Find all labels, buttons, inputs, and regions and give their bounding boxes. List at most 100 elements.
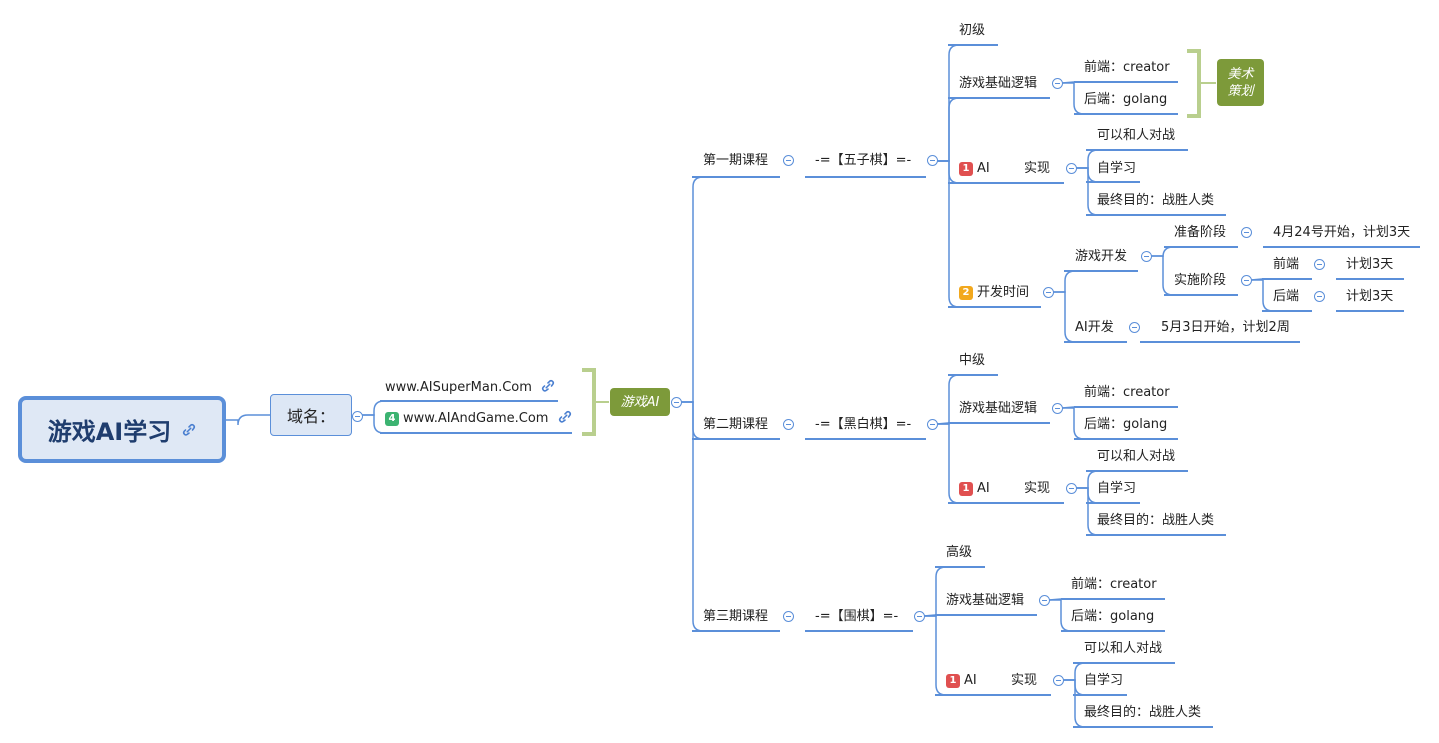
ai-item[interactable]: 最终目的：战胜人类: [1097, 193, 1215, 208]
prep-schedule[interactable]: 4月24号开始，计划3天: [1273, 225, 1411, 240]
link-icon[interactable]: [558, 410, 572, 424]
impl-backend[interactable]: 后端: [1273, 289, 1300, 304]
link-icon[interactable]: [182, 423, 196, 437]
collapse-toggle[interactable]: [914, 611, 925, 622]
collapse-toggle[interactable]: [1314, 291, 1325, 302]
connector: [1063, 679, 1086, 728]
prep-stage[interactable]: 准备阶段: [1174, 225, 1227, 240]
game-go[interactable]: -=【围棋】=-: [815, 609, 899, 624]
connector: [681, 401, 704, 440]
connector: [1076, 167, 1099, 183]
course-2[interactable]: 第二期课程: [703, 417, 769, 432]
group-label-art-planning[interactable]: 美术 策划: [1217, 59, 1264, 106]
game-logic-topic[interactable]: 游戏基础逻辑: [959, 401, 1038, 416]
collapse-toggle[interactable]: [1052, 78, 1063, 89]
connector: [362, 400, 385, 416]
connector: [1048, 598, 1062, 601]
collapse-toggle[interactable]: [1066, 163, 1077, 174]
connector: [937, 160, 960, 184]
connector: [1076, 149, 1099, 169]
root-topic[interactable]: 游戏AI学习: [18, 396, 226, 463]
dev-time-topic[interactable]: 2 开发时间: [959, 285, 1029, 301]
collapse-toggle[interactable]: [927, 419, 938, 430]
game-othello[interactable]: -=【黑白棋】=-: [815, 417, 912, 432]
course-1[interactable]: 第一期课程: [703, 153, 769, 168]
collapse-toggle[interactable]: [783, 155, 794, 166]
connector: [1151, 255, 1174, 296]
backend-item[interactable]: 后端：golang: [1084, 417, 1168, 432]
collapse-toggle[interactable]: [1129, 322, 1140, 333]
ai-item[interactable]: 可以和人对战: [1097, 128, 1176, 143]
ai-item[interactable]: 最终目的：战胜人类: [1097, 513, 1215, 528]
game-logic-topic[interactable]: 游戏基础逻辑: [946, 593, 1025, 608]
implement-label: 实现: [1011, 673, 1038, 688]
collapse-toggle[interactable]: [783, 611, 794, 622]
game-logic-topic[interactable]: 游戏基础逻辑: [959, 76, 1038, 91]
connector: [1076, 487, 1099, 504]
level-label[interactable]: 高级: [946, 545, 973, 560]
ai-dev-schedule[interactable]: 5月3日开始，计划2周: [1161, 320, 1290, 335]
ai-item[interactable]: 最终目的：战胜人类: [1084, 705, 1202, 720]
connector: [1062, 407, 1085, 440]
impl-frontend-plan[interactable]: 计划3天: [1346, 257, 1394, 272]
collapse-toggle[interactable]: [1241, 275, 1252, 286]
game-dev-topic[interactable]: 游戏开发: [1075, 249, 1128, 264]
ai-label: AI: [977, 161, 990, 176]
ai-item[interactable]: 可以和人对战: [1097, 449, 1176, 464]
priority-badge: 2: [959, 286, 973, 300]
link-icon[interactable]: [541, 379, 555, 393]
domain-topic[interactable]: 域名：: [270, 394, 352, 436]
backend-item[interactable]: 后端：golang: [1084, 92, 1168, 107]
ai-label: AI: [964, 673, 977, 688]
collapse-toggle[interactable]: [1141, 251, 1152, 262]
collapse-toggle[interactable]: [1052, 403, 1063, 414]
collapse-toggle[interactable]: [927, 155, 938, 166]
frontend-item[interactable]: 前端：creator: [1071, 577, 1157, 592]
collapse-toggle[interactable]: [1066, 483, 1077, 494]
collapse-toggle[interactable]: [352, 411, 363, 422]
group-label-game-ai[interactable]: 游戏AI: [610, 388, 670, 416]
priority-badge: 1: [959, 162, 973, 176]
ai-label: AI: [977, 481, 990, 496]
impl-frontend[interactable]: 前端: [1273, 257, 1300, 272]
impl-backend-plan[interactable]: 计划3天: [1346, 289, 1394, 304]
implement-label: 实现: [1024, 481, 1051, 496]
implement-label: 实现: [1024, 161, 1051, 176]
ai-item[interactable]: 可以和人对战: [1084, 641, 1163, 656]
ai-topic[interactable]: 1 AI: [959, 161, 990, 177]
collapse-toggle[interactable]: [1053, 675, 1064, 686]
collapse-toggle[interactable]: [1043, 287, 1054, 298]
url-text: www.AISuperMan.Com: [385, 380, 532, 395]
frontend-item[interactable]: 前端：creator: [1084, 60, 1170, 75]
frontend-item[interactable]: 前端：creator: [1084, 385, 1170, 400]
game-gomoku[interactable]: -=【五子棋】=-: [815, 153, 912, 168]
ai-item[interactable]: 自学习: [1084, 673, 1124, 688]
connector: [1061, 81, 1075, 84]
connector: [1063, 662, 1086, 681]
collapse-toggle[interactable]: [1039, 595, 1050, 606]
collapse-toggle[interactable]: [671, 397, 682, 408]
collapse-toggle[interactable]: [783, 419, 794, 430]
connector: [362, 414, 385, 434]
collapse-toggle[interactable]: [1314, 259, 1325, 270]
level-label[interactable]: 中级: [959, 353, 986, 368]
connector: [681, 401, 704, 632]
ai-dev-topic[interactable]: AI开发: [1075, 320, 1114, 335]
impl-stage[interactable]: 实施阶段: [1174, 273, 1227, 288]
connector: [937, 423, 960, 504]
collapse-toggle[interactable]: [1241, 227, 1252, 238]
connector: [1053, 291, 1076, 343]
ai-item[interactable]: 自学习: [1097, 481, 1137, 496]
level-label[interactable]: 初级: [959, 23, 986, 38]
dev-time-label: 开发时间: [977, 285, 1030, 300]
connector: [936, 422, 949, 425]
connector: [924, 566, 947, 617]
ai-item[interactable]: 自学习: [1097, 161, 1137, 176]
connector: [681, 176, 704, 403]
backend-item[interactable]: 后端：golang: [1071, 609, 1155, 624]
url-aisuperman[interactable]: www.AISuperMan.Com: [385, 379, 555, 396]
course-3[interactable]: 第三期课程: [703, 609, 769, 624]
